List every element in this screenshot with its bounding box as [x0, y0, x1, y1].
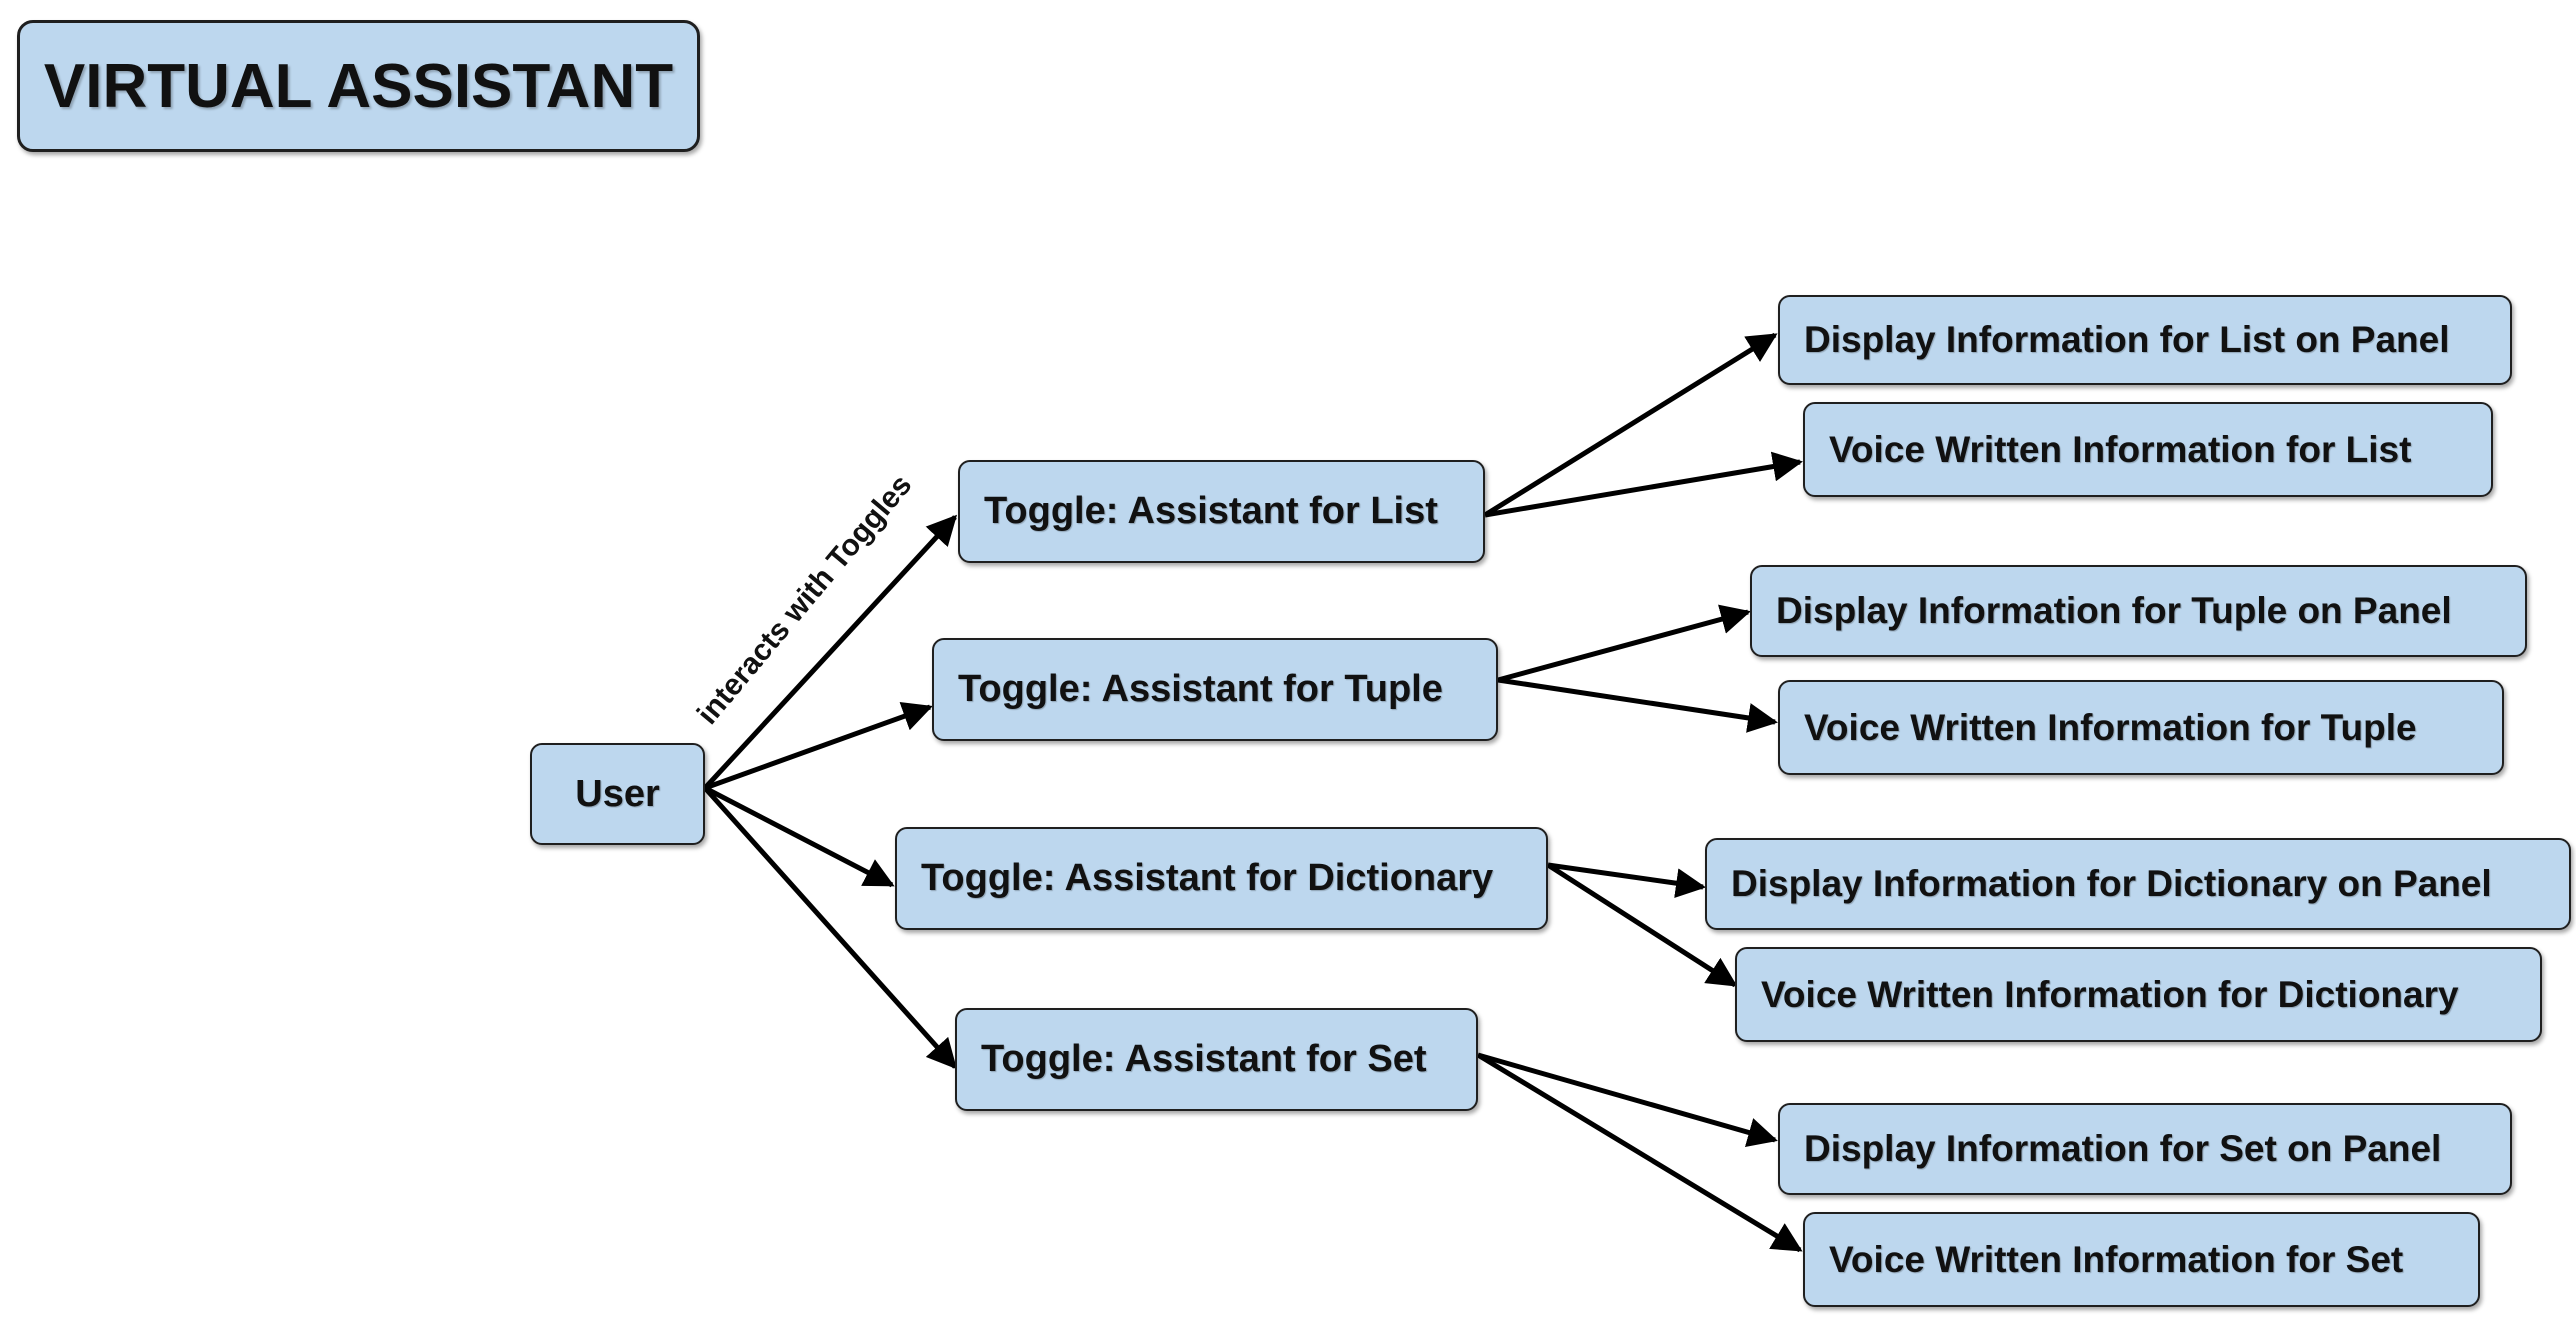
edge-list-to-display	[1483, 332, 1778, 518]
node-display-dictionary-label: Display Information for Dictionary on Pa…	[1731, 863, 2492, 904]
edge-user-to-tuple	[704, 702, 933, 791]
diagram-title: VIRTUAL ASSISTANT	[17, 20, 700, 152]
node-voice-set: Voice Written Information for Set	[1803, 1212, 2480, 1307]
node-toggle-tuple-label: Toggle: Assistant for Tuple	[958, 668, 1443, 710]
edge-dictionary-to-display	[1547, 862, 1706, 899]
node-toggle-tuple: Toggle: Assistant for Tuple	[932, 638, 1498, 741]
edge-tuple-to-display	[1497, 604, 1751, 683]
node-voice-tuple: Voice Written Information for Tuple	[1778, 680, 2504, 775]
node-user: User	[530, 743, 705, 845]
node-display-dictionary: Display Information for Dictionary on Pa…	[1705, 838, 2571, 930]
node-user-label: User	[575, 772, 660, 815]
edge-list-to-voice	[1484, 451, 1803, 518]
node-voice-tuple-label: Voice Written Information for Tuple	[1804, 706, 2417, 748]
edge-dictionary-to-voice	[1546, 862, 1738, 988]
node-voice-list: Voice Written Information for List	[1803, 402, 2493, 497]
node-toggle-set: Toggle: Assistant for Set	[955, 1008, 1478, 1111]
edge-set-to-voice	[1476, 1052, 1803, 1253]
node-display-tuple: Display Information for Tuple on Panel	[1750, 565, 2527, 657]
node-voice-list-label: Voice Written Information for List	[1829, 428, 2412, 470]
edge-user-to-dictionary	[703, 785, 895, 888]
node-display-list: Display Information for List on Panel	[1778, 295, 2512, 385]
node-display-set: Display Information for Set on Panel	[1778, 1103, 2512, 1195]
node-display-list-label: Display Information for List on Panel	[1804, 319, 2450, 360]
edge-tuple-to-voice	[1497, 677, 1778, 733]
node-display-set-label: Display Information for Set on Panel	[1804, 1128, 2442, 1169]
node-voice-dictionary-label: Voice Written Information for Dictionary	[1761, 973, 2459, 1015]
node-display-tuple-label: Display Information for Tuple on Panel	[1776, 590, 2452, 631]
node-toggle-list-label: Toggle: Assistant for List	[984, 490, 1438, 532]
node-toggle-set-label: Toggle: Assistant for Set	[981, 1038, 1427, 1080]
edge-user-to-list	[703, 514, 958, 790]
edge-set-to-display	[1477, 1052, 1778, 1147]
node-toggle-dictionary: Toggle: Assistant for Dictionary	[895, 827, 1548, 930]
node-toggle-list: Toggle: Assistant for List	[958, 460, 1485, 563]
node-voice-set-label: Voice Written Information for Set	[1829, 1238, 2404, 1280]
edge-user-to-set	[703, 786, 958, 1070]
node-toggle-dictionary-label: Toggle: Assistant for Dictionary	[921, 857, 1494, 899]
node-voice-dictionary: Voice Written Information for Dictionary	[1735, 947, 2542, 1042]
